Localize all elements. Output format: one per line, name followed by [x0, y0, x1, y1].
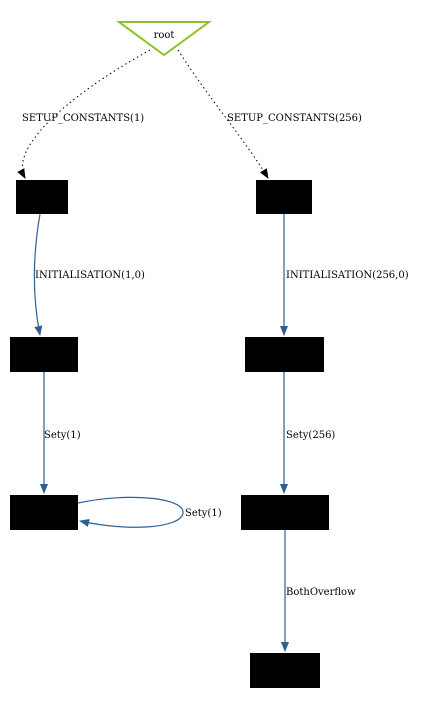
state-label-x1-y1: x = 1,y = 1 — [16, 508, 73, 519]
root-node[interactable]: root — [115, 21, 213, 57]
state-label-x1-y0: x = 1,y = 0 — [16, 350, 73, 361]
label-setup-constants-256: SETUP_CONSTANTS(256) — [227, 113, 362, 124]
state-node-n-1[interactable]: n = 1 — [16, 180, 68, 214]
label-setup-constants-1: SETUP_CONSTANTS(1) — [22, 113, 144, 124]
state-label-n-256: n = 256 — [264, 193, 304, 204]
edge-initialisation-1-0 — [33, 213, 43, 336]
edge-sety-1-selfloop — [77, 496, 184, 528]
label-sety-256: Sety(256) — [286, 430, 335, 441]
label-initialisation-1-0: INITIALISATION(1,0) — [35, 270, 145, 281]
edge-setup-constants-1 — [17, 49, 151, 179]
state-node-x0-y0[interactable]: x = 0,y = 0 — [250, 653, 320, 688]
state-label-x256-y256: x = 256,y = 256 — [244, 508, 326, 519]
state-label-x256-y0: x = 256,y = 0 — [250, 350, 319, 361]
state-label-x0-y0: x = 0,y = 0 — [257, 666, 314, 677]
root-label: root — [154, 30, 175, 41]
root-triangle-shape — [115, 21, 213, 57]
state-node-x1-y0[interactable]: x = 1,y = 0 — [10, 337, 78, 372]
label-sety-1-selfloop: Sety(1) — [185, 508, 222, 519]
state-node-x256-y256[interactable]: x = 256,y = 256 — [241, 495, 329, 530]
state-node-n-256[interactable]: n = 256 — [256, 180, 312, 214]
label-initialisation-256-0: INITIALISATION(256,0) — [286, 270, 409, 281]
state-node-x256-y0[interactable]: x = 256,y = 0 — [245, 337, 324, 372]
edge-setup-constants-256 — [177, 49, 269, 179]
state-label-n-1: n = 1 — [28, 193, 56, 204]
label-both-overflow: BothOverflow — [286, 587, 356, 598]
state-node-x1-y1[interactable]: x = 1,y = 1 — [10, 495, 78, 530]
label-sety-1: Sety(1) — [44, 430, 81, 441]
